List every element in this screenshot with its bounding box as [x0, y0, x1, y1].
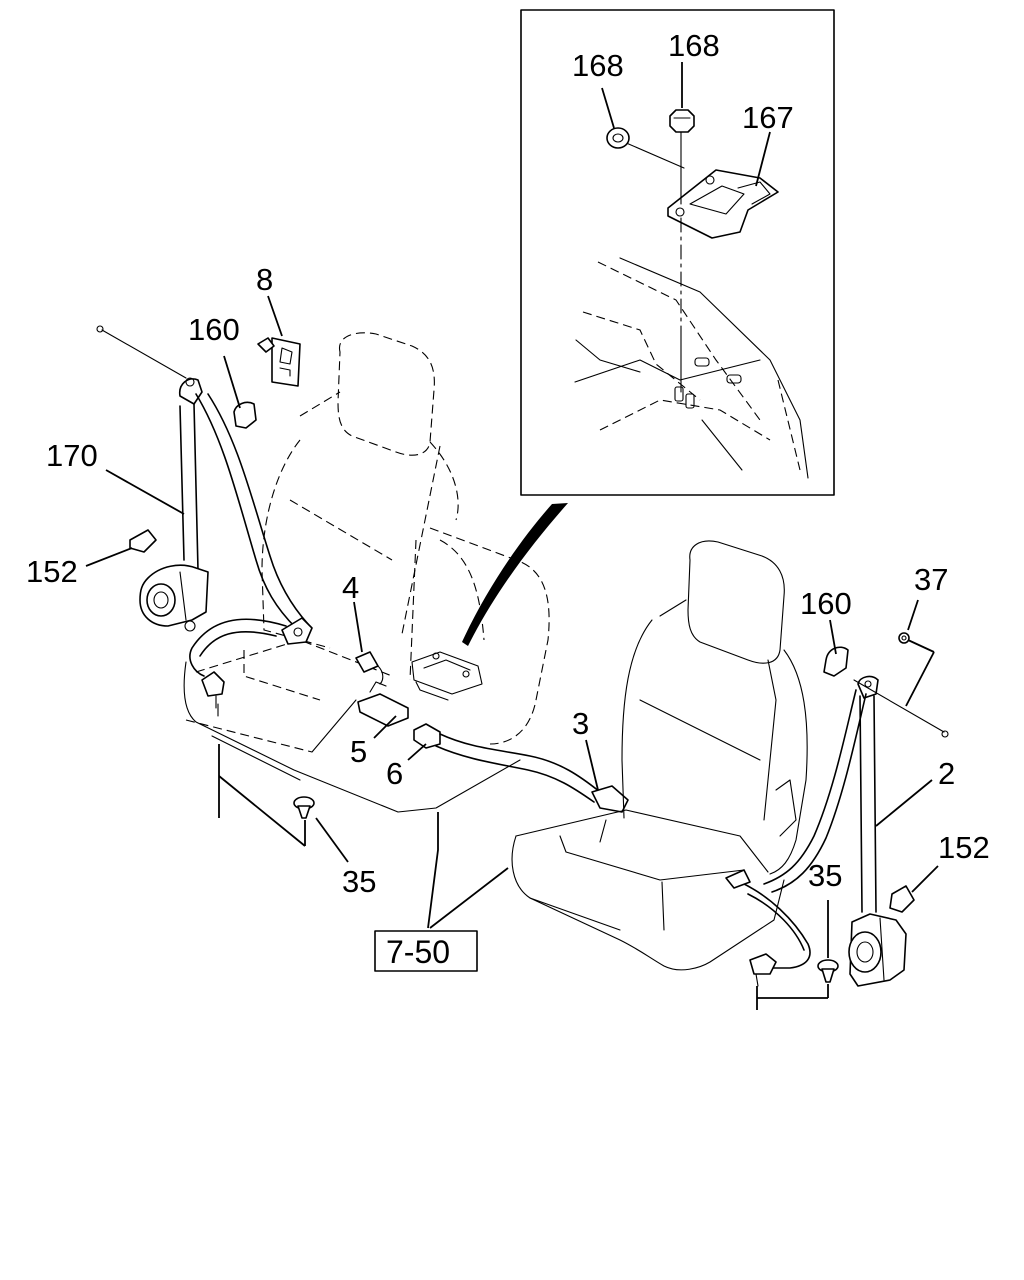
callout-2: 2	[938, 756, 955, 791]
callout-170: 170	[46, 438, 98, 473]
right-seat-outline	[511, 540, 808, 971]
detail-inset: 168 168 167	[520, 9, 835, 496]
inset-pointer	[462, 503, 568, 646]
callout-152-left: 152	[26, 554, 78, 589]
callout-6: 6	[386, 756, 403, 791]
floor-studs	[674, 357, 742, 409]
callouts: 8 160 170 152 4 5 6 3 35 160 37 2 152 35	[26, 262, 990, 899]
callout-37: 37	[914, 562, 948, 597]
reference-box-frame	[374, 930, 478, 972]
center-console	[409, 527, 550, 745]
callout-4: 4	[342, 570, 359, 605]
push-clip-35-right	[817, 959, 839, 983]
reference-box[interactable]: 7-50	[374, 930, 478, 972]
callout-160-left: 160	[188, 312, 240, 347]
buckle-4	[355, 651, 384, 685]
callout-3: 3	[572, 706, 589, 741]
inset-frame	[520, 9, 835, 496]
callout-160-right: 160	[800, 586, 852, 621]
anchor-bracket-167	[667, 169, 779, 239]
right-belt-assembly	[725, 632, 949, 987]
buckle-3	[591, 785, 629, 813]
callout-35-left: 35	[342, 864, 376, 899]
left-belt-assembly	[96, 325, 313, 717]
callout-167-bracket: 167	[742, 100, 794, 135]
callout-152-right: 152	[938, 830, 990, 865]
reference-box-label: 7-50	[386, 934, 450, 970]
callout-8: 8	[256, 262, 273, 297]
buckle-5	[357, 681, 409, 727]
hex-nut-icon	[669, 109, 695, 133]
leader-lines	[85, 295, 939, 1010]
washer-nut-icon	[606, 127, 630, 149]
buckle-6	[413, 723, 601, 803]
cover-plate-8	[257, 337, 301, 387]
callout-35-right: 35	[808, 858, 842, 893]
callout-168-washer: 168	[572, 48, 624, 83]
push-clip-35-left	[293, 796, 315, 819]
callout-168-nut: 168	[668, 28, 720, 63]
callout-5: 5	[350, 734, 367, 769]
